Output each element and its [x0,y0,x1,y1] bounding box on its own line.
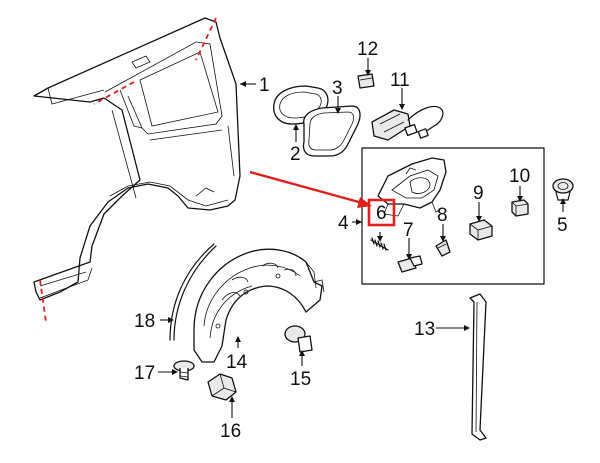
callout-10: 10 [509,166,530,187]
plug [552,178,574,201]
callout-2: 2 [290,144,301,165]
arrowheads [168,70,566,402]
highlight-box [367,198,396,227]
callout-17: 17 [134,363,155,384]
callout-13: 13 [414,319,435,340]
callout-3: 3 [332,78,343,99]
callout-labels: 1 2 3 4 5 6 7 8 9 10 11 12 13 14 15 16 1… [134,39,568,442]
bracket [435,239,451,257]
spring [370,237,389,251]
callout-7: 7 [403,220,414,241]
bump-stop [207,373,237,401]
highlight-arrow [249,170,367,206]
callout-16: 16 [220,421,241,442]
bumper [469,219,493,241]
detail-frame [361,147,545,285]
callout-18: 18 [134,311,155,332]
latch [397,255,423,273]
callout-5: 5 [557,215,568,236]
callout-8: 8 [437,205,448,226]
sill-strip [469,293,487,441]
cut-line-sill [39,279,47,323]
cut-line-roof [93,81,135,105]
callout-1: 1 [259,75,270,96]
callout-12: 12 [357,39,378,60]
cut-line-top [195,17,217,61]
screw [173,360,195,381]
clip [357,73,375,89]
callout-11: 11 [390,70,410,91]
callout-9: 9 [473,183,484,204]
cap [511,199,529,217]
push-clip [284,325,313,353]
wheelhouse-liner [193,248,325,363]
callout-4: 4 [338,213,349,234]
quarter-panel [33,17,241,301]
callout-15: 15 [290,369,311,390]
callout-14: 14 [226,352,248,373]
arch-moulding [169,243,217,341]
callout-6: 6 [376,203,387,224]
release-actuator [371,105,444,141]
fuel-door-seal [302,105,361,157]
filler-housing [377,157,447,217]
